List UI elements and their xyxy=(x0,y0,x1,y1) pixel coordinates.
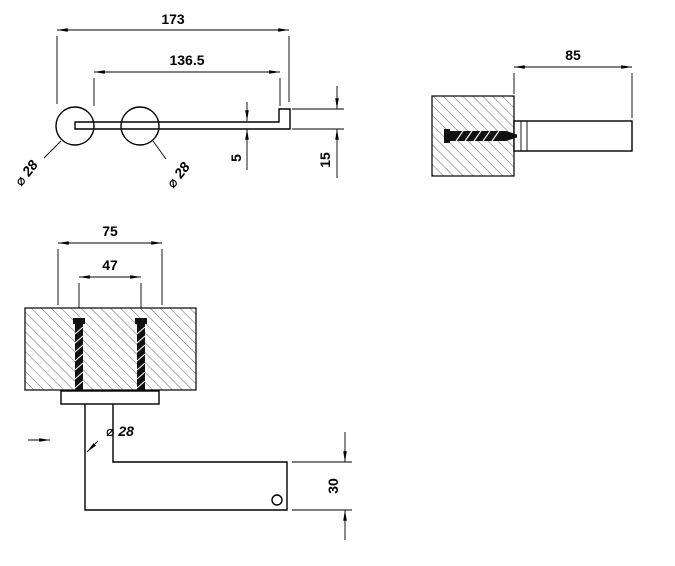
dim-label-30: 30 xyxy=(325,478,341,494)
dim-label-136-5: 136.5 xyxy=(169,52,204,68)
dim-label-85: 85 xyxy=(565,47,581,63)
mounting-rod xyxy=(513,120,633,152)
dia-label-post: ⌀ 28 xyxy=(106,423,134,439)
front-view: 173 136.5 5 15 ⌀ 28 xyxy=(11,11,344,191)
dim-arm-depth: 30 xyxy=(292,432,352,540)
callout-post-diameter: ⌀ 28 xyxy=(86,423,134,453)
dim-bar-thickness: 5 xyxy=(228,102,249,170)
wall-section-plan xyxy=(24,307,197,391)
dim-center-width: 136.5 xyxy=(93,52,281,106)
callout-left-diameter: ⌀ 28 xyxy=(11,140,62,189)
dia-label-right: ⌀ 28 xyxy=(163,159,193,191)
dim-label-5: 5 xyxy=(228,154,244,162)
dim-label-15: 15 xyxy=(317,152,333,168)
holder-arm-outline xyxy=(74,108,291,130)
plan-view: 75 47 xyxy=(24,223,352,540)
dim-hole-spacing: 47 xyxy=(78,257,142,316)
dim-end-height: 15 xyxy=(292,86,344,178)
wall-anchor-screw-side xyxy=(444,129,517,143)
dim-projection-depth: 85 xyxy=(513,47,633,118)
rosette-circle xyxy=(55,106,95,146)
roller-pin-circle xyxy=(271,494,283,506)
dim-overall-width: 173 xyxy=(56,11,290,104)
dim-label-47: 47 xyxy=(102,257,118,273)
dim-label-173: 173 xyxy=(161,11,185,27)
dia-label-left: ⌀ 28 xyxy=(11,157,41,189)
holder-l-profile xyxy=(84,404,288,511)
callout-right-diameter: ⌀ 28 xyxy=(152,140,193,191)
dim-label-75: 75 xyxy=(102,223,118,239)
mounting-plate xyxy=(60,390,160,405)
side-view: 85 xyxy=(431,47,633,177)
dim-plate-width: 75 xyxy=(57,223,163,305)
post-circle xyxy=(120,106,160,146)
